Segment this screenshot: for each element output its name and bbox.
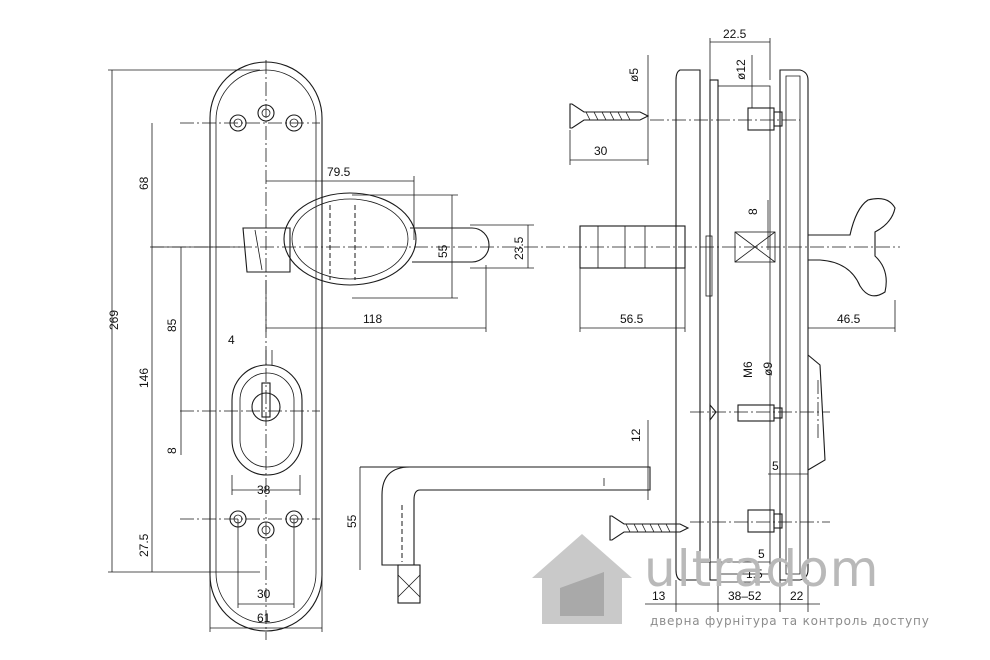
dim-bottom-height: 27.5 <box>137 533 151 557</box>
dim-slot-width: 4 <box>228 333 235 347</box>
dim-knob-reach: 118 <box>363 312 382 326</box>
lever-key-detail: 55 12 <box>345 420 651 604</box>
house-logo-icon <box>532 534 632 624</box>
dim-offset-5a: 5 <box>772 459 779 473</box>
dim-upper-height: 68 <box>137 176 151 190</box>
side-section-view <box>569 69 896 581</box>
dim-total-height: 269 <box>107 310 121 330</box>
dim-pin-diameter: ø12 <box>734 59 748 80</box>
front-dimension-labels: 269 68 146 85 8 27.5 4 38 30 61 79.5 118… <box>107 165 526 625</box>
dim-lower-height: 146 <box>137 368 151 388</box>
front-dimension-lines <box>108 69 534 632</box>
dim-bolt-diameter: ø9 <box>761 362 775 376</box>
dim-outside-projection: 56.5 <box>620 312 644 326</box>
dim-offset-5b: 5 <box>758 547 765 561</box>
dim-lever-thickness: 12 <box>629 428 643 442</box>
dim-knob-height: 55 <box>436 244 450 258</box>
dim-small-8: 8 <box>165 447 179 454</box>
dim-screw-diameter: ø5 <box>627 68 641 82</box>
dim-door-range: 38–52 <box>728 589 762 603</box>
dim-plate-22: 22 <box>790 589 804 603</box>
side-dimension-lines <box>569 38 896 612</box>
dim-gap: 1.5 <box>746 567 763 581</box>
ultradom-logo: ultradom дверна фурнітура та контроль до… <box>522 528 962 638</box>
logo-wordmark: ultradom <box>644 540 880 598</box>
dim-lever-height: 55 <box>345 514 359 528</box>
logo-tagline: дверна фурнітура та контроль доступу <box>650 614 930 628</box>
dim-screw-spacing: 30 <box>257 587 271 601</box>
escutcheon-front-view <box>150 60 900 640</box>
dim-plate-width: 61 <box>257 611 271 625</box>
dim-thread: M6 <box>741 361 755 378</box>
dim-knob-offset: 79.5 <box>327 165 351 179</box>
dim-handle-diameter: 23.5 <box>512 236 526 260</box>
dim-plate-13: 13 <box>652 589 666 603</box>
dim-cylinder-offset: 85 <box>165 318 179 332</box>
side-dimension-labels: 22.5 ø5 ø12 30 8 56.5 46.5 M6 ø9 5 5 1.5… <box>594 27 861 603</box>
dim-inside-projection: 46.5 <box>837 312 861 326</box>
dim-screw-length: 30 <box>594 144 608 158</box>
dim-hole-spacing: 38 <box>257 483 271 497</box>
dim-spindle-square: 8 <box>746 208 760 215</box>
dim-sleeve-width: 22.5 <box>723 27 747 41</box>
